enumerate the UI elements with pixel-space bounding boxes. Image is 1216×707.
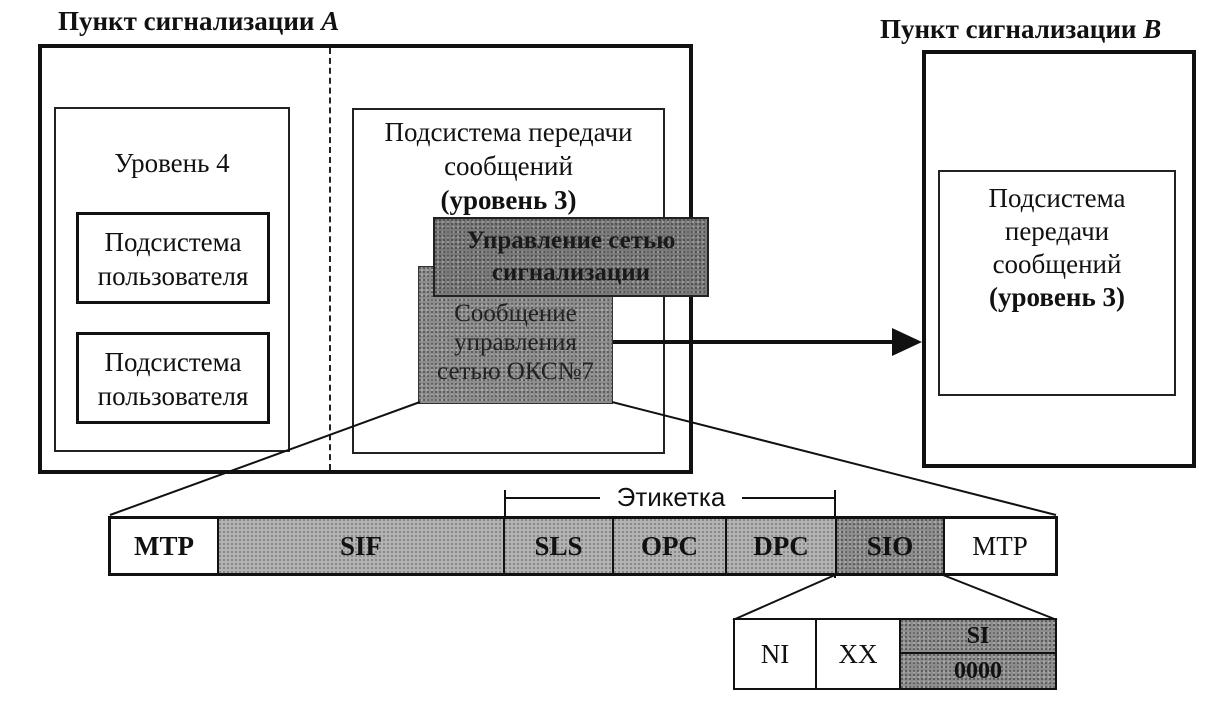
mtp-b-line-3: сообщений [992, 249, 1122, 279]
mgmt-message-line-2: управления [454, 329, 577, 356]
zoom-line-left [109, 401, 421, 516]
arrow-head [892, 328, 922, 356]
field-sif: SIF [219, 519, 505, 573]
sio-subfields: NI XX SI 0000 [733, 618, 1057, 690]
user-subsystem-2: Подсистема пользователя [76, 332, 270, 424]
point-b-title-text: Пункт сигнализации [880, 14, 1144, 44]
field-mtp-right: MTP [972, 530, 1028, 561]
user-subsystem-2-line-1: Подсистема [104, 347, 242, 377]
mtp-a-label: Подсистема передачи сообщений (уровень 3… [352, 115, 665, 217]
sio-xx: XX [817, 620, 901, 688]
user-subsystem-2-line-2: пользователя [97, 381, 249, 411]
user-subsystem-1-line-2: пользователя [97, 261, 249, 291]
field-opc: OPC [614, 519, 727, 573]
point-a-title-letter: A [321, 6, 340, 36]
network-mgmt-box: Управление сетью сигнализации [433, 217, 709, 297]
mtp-b-box: Подсистема передачи сообщений (уровень 3… [938, 170, 1176, 396]
field-mtp-left: MTP [111, 519, 219, 573]
mtp-a-line-1: Подсистема передачи [384, 117, 633, 147]
sio-zoom-left [732, 574, 836, 621]
zoom-line-right [611, 401, 1057, 516]
mgmt-message-line-3: сетью ОКС№7 [437, 358, 594, 385]
mtp-a-line-2: сообщений [444, 151, 573, 181]
mgmt-message-box: Сообщение управления сетью ОКС№7 [418, 266, 613, 404]
message-format-bar: MTP SIF SLS OPC DPC SIO MTP [108, 516, 1058, 576]
network-mgmt-line-1: Управление сетью [466, 227, 676, 254]
sio-si-value: 0000 [901, 654, 1055, 688]
point-b-title-letter: B [1143, 14, 1162, 44]
sio-zoom-right [942, 574, 1058, 621]
network-mgmt-line-2: сигнализации [491, 259, 651, 286]
mtp-b-line-1: Подсистема [988, 183, 1126, 213]
field-sio: SIO [837, 519, 945, 573]
mtp-b-line-2: передачи [1004, 216, 1110, 246]
sio-ni: NI [735, 620, 817, 688]
field-dpc: DPC [727, 519, 837, 573]
level4-title: Уровень 4 [114, 148, 230, 178]
mgmt-message-line-1: Сообщение [454, 300, 577, 327]
point-a-title: Пункт сигнализации A [58, 6, 339, 37]
mtp-b-line-4: (уровень 3) [989, 282, 1125, 312]
user-subsystem-1-line-1: Подсистема [104, 227, 242, 257]
user-subsystem-1: Подсистема пользователя [76, 212, 270, 304]
sio-si-top: SI [901, 620, 1055, 654]
point-b-title: Пункт сигнализации B [880, 14, 1161, 45]
point-a-title-text: Пункт сигнализации [58, 6, 322, 36]
field-sls: SLS [505, 519, 614, 573]
label-caption: Этикетка [616, 482, 726, 512]
mtp-a-level: (уровень 3) [440, 185, 577, 215]
dashed-divider [329, 48, 331, 470]
